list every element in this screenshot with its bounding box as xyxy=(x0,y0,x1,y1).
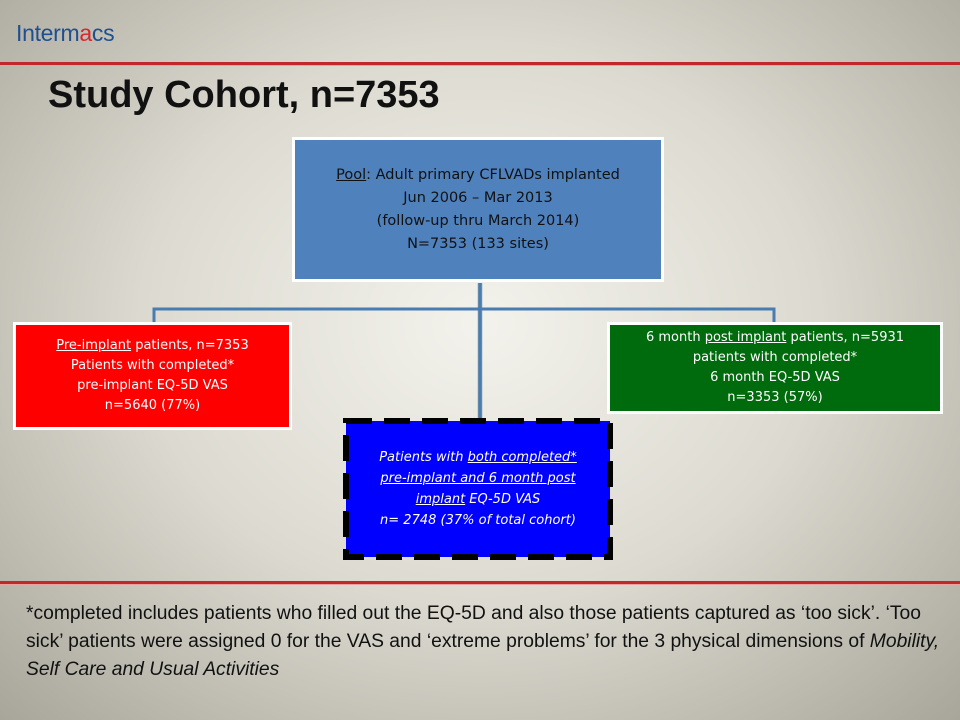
pool-box: Pool: Adult primary CFLVADs implanted Ju… xyxy=(292,137,664,282)
logo-text-3: cs xyxy=(91,20,115,46)
footnote-text: *completed includes patients who filled … xyxy=(26,603,921,652)
both-line-3: implant EQ-5D VAS xyxy=(416,489,541,510)
bottom-divider xyxy=(0,581,960,584)
logo-text-1: Interm xyxy=(16,20,80,46)
both-label: both completed* xyxy=(467,450,577,465)
post-label-rest: patients, n=5931 xyxy=(786,330,905,345)
post-line-4: n=3353 (57%) xyxy=(727,390,823,405)
bottom-divider-highlight xyxy=(0,584,960,585)
top-divider xyxy=(0,62,960,65)
post-line-3: 6 month EQ-5D VAS xyxy=(710,370,840,385)
both-line-1: Patients with both completed* xyxy=(379,447,577,468)
post-label-prefix: 6 month xyxy=(645,330,705,345)
post-line-1: 6 month post implant patients, n=5931 xyxy=(646,328,904,348)
top-divider-highlight xyxy=(0,65,960,66)
both-line-2-text: pre-implant and 6 month post xyxy=(380,471,576,486)
pre-line-1: Pre-implant patients, n=7353 xyxy=(56,336,248,356)
pre-label-rest: patients, n=7353 xyxy=(131,338,249,353)
pool-label: Pool xyxy=(336,166,367,183)
post-line-2: patients with completed* xyxy=(692,350,858,365)
pre-line-3: pre-implant EQ-5D VAS xyxy=(77,378,228,393)
dashed-border xyxy=(343,418,613,560)
intermacs-logo: Intermacs xyxy=(16,20,115,47)
pool-line-4: N=7353 (133 sites) xyxy=(407,235,549,252)
pool-label-rest: : Adult primary CFLVADs implanted xyxy=(366,166,620,183)
post-label: post implant xyxy=(704,330,787,345)
footnote: *completed includes patients who filled … xyxy=(26,600,946,684)
both-line-3-underlined: implant xyxy=(415,492,466,507)
both-line-4: n= 2748 (37% of total cohort) xyxy=(380,513,576,528)
pre-line-2: Patients with completed* xyxy=(70,358,235,373)
pool-line-3: (follow-up thru March 2014) xyxy=(376,212,580,229)
both-completed-box: Patients with both completed* pre-implan… xyxy=(346,421,610,557)
connector-branch-bar xyxy=(152,307,776,322)
both-line-3-rest: EQ-5D VAS xyxy=(465,492,541,507)
pre-label: Pre-implant xyxy=(56,338,132,353)
post-implant-box: 6 month post implant patients, n=5931 pa… xyxy=(607,322,943,414)
both-line-2: pre-implant and 6 month post xyxy=(380,468,575,489)
pre-line-4: n=5640 (77%) xyxy=(104,398,201,413)
pool-line-1: Pool: Adult primary CFLVADs implanted xyxy=(336,164,620,187)
logo-text-2: a xyxy=(79,20,92,46)
page-title: Study Cohort, n=7353 xyxy=(48,74,440,116)
footnote-italic: Mobility, Self Care and Usual Activities xyxy=(26,631,940,680)
pool-line-2: Jun 2006 – Mar 2013 xyxy=(403,189,553,206)
pre-implant-box: Pre-implant patients, n=7353 Patients wi… xyxy=(13,322,292,430)
both-prefix: Patients with xyxy=(379,450,468,465)
